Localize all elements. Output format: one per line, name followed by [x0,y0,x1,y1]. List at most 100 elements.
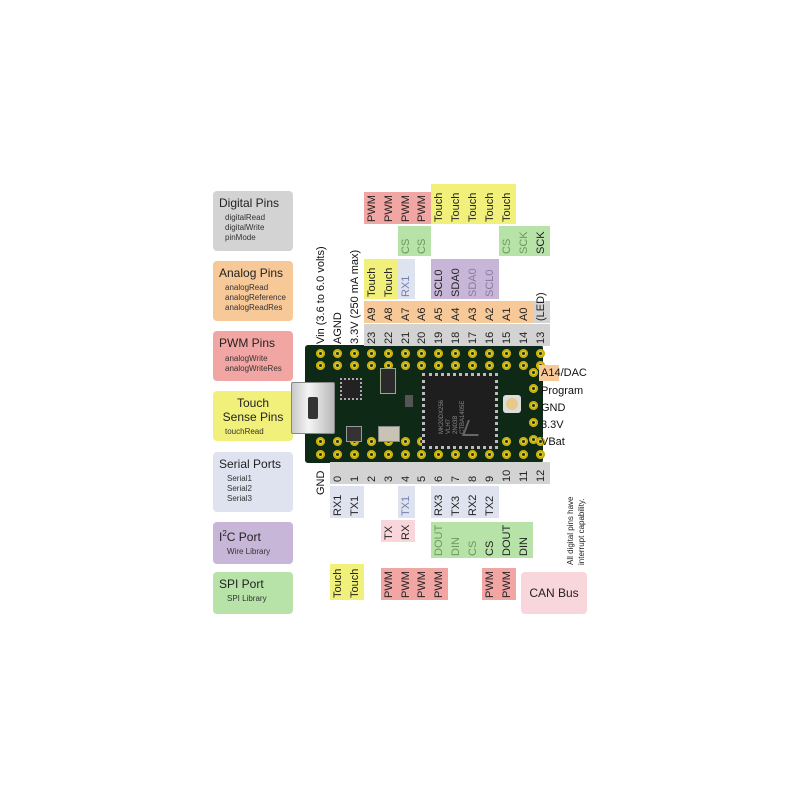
bottom-pin-number: 4 [397,462,415,484]
legend-pwm-title: PWM Pins [219,336,276,350]
pin-hole [319,453,322,456]
top-pin-number: 15 [498,324,516,346]
pin-hole [319,364,322,367]
bottom-pin-number: 5 [414,462,432,484]
bottom-pwm-label: PWM [414,568,432,600]
header-pin [501,361,511,370]
top-pin-number: 14 [515,324,533,346]
header-pin [400,437,410,446]
bottom-pwm-label: PWM [380,568,398,600]
pin-hole [420,352,424,355]
legend-analog-title: Analog Pins [219,266,284,280]
header-pin [417,437,427,446]
pin-hole [386,352,390,355]
top-cs-label: CS [414,226,432,256]
pin-hole [420,440,424,443]
legend-pwm-item: analogWriteRes [225,364,282,373]
legend-serial-ports: Serial Ports Serial1 Serial2 Serial3 [213,452,293,512]
top-pin-number: 13 [532,324,550,346]
chip-text-line: MK20DX256 [439,399,445,434]
top-rx1-label: RX1 [397,259,415,299]
component [346,426,362,442]
pin-hole [471,453,475,456]
header-pin [485,349,494,358]
pin-hole [386,453,390,456]
pin-hole [369,440,373,443]
header-pin [529,401,538,410]
pin-hole [319,352,322,355]
pin-hole [454,352,458,355]
pin-hole [504,352,508,355]
pin-hole [335,364,339,367]
bottom-serial-label: RX1 [329,486,347,518]
i2c-title-i: I [219,530,223,544]
usb-port-opening [308,397,318,419]
bottom-spi-label: DIN [448,522,466,558]
pin-hole [369,352,373,355]
header-pin [529,384,538,393]
header-pin [349,450,359,459]
top-pin-number: 19 [431,324,449,346]
legend-digital-item: digitalWrite [225,223,265,232]
bottom-pin-number: 0 [329,462,347,484]
program-button-cap[interactable] [506,398,518,410]
top-pin-number: 21 [397,324,415,346]
header-pin [468,361,478,370]
top-analog-label: A1 [498,301,516,323]
component [380,368,396,394]
pin-hole [420,364,424,367]
header-pin [468,349,478,358]
header-pin [535,349,545,358]
component [378,426,400,442]
header-pin [535,437,545,446]
top-pwm-label: PWM [380,192,398,224]
secondary-chip [340,378,362,400]
header-pin [332,450,342,459]
top-analog-label: A8 [380,301,398,323]
pin-hole [521,364,525,367]
pin-hole [488,364,491,367]
right-label-a14dac-bg [539,365,559,381]
bottom-touch-label: Touch [346,564,364,600]
pin-hole [454,364,458,367]
program-button[interactable] [503,395,521,413]
header-pin [501,450,511,459]
bottom-pwm-label: PWM [397,568,415,600]
bottom-serial-label: TX1 [346,486,364,518]
bottom-serial-label: RX3 [431,486,449,518]
top-touch-label: Touch [380,259,398,299]
pin-hole [335,352,339,355]
pin-hole [504,364,508,367]
header-pin [485,450,494,459]
legend-analog-item: analogReadRes [225,303,283,312]
pin-hole [532,421,535,424]
header-pin [417,361,427,370]
top-analog-label: A5 [431,301,449,323]
pin-hole [521,352,525,355]
legend-touch-pins: Touch Sense Pins touchRead [213,391,293,441]
top-sck-label: SCK [515,226,533,256]
mcu-chip: MK20DX256 VLH7 2N03B CTBA1405E [422,373,498,449]
pin-hole [403,453,407,456]
header-pin [316,361,325,370]
pin-hole [538,440,542,443]
legend-i2c-port: I2C Port Wire Library [213,522,293,564]
top-i2c-label: SDA0 [465,259,483,299]
header-pin [400,361,410,370]
legend-analog-pins: Analog Pins analogRead analogReference a… [213,261,293,321]
bottom-serial-label: TX3 [448,486,466,518]
legend-digital-pins: Digital Pins digitalRead digitalWrite pi… [213,191,293,251]
pin-hole [471,364,475,367]
bottom-pin-number: 7 [448,462,466,484]
legend-touch-item: touchRead [225,427,264,436]
power-label-vin: Vin (3.6 to 6.0 volts) [315,246,327,344]
bottom-pin-number: 1 [346,462,364,484]
pin-hole [437,453,441,456]
pin-hole [403,440,407,443]
top-sck-label: SCK [532,226,550,256]
pin-hole [437,364,441,367]
top-touch-label: Touch [465,184,483,224]
pin-hole [454,453,458,456]
top-i2c-label: SCL0 [482,259,499,299]
pin-hole [437,352,441,355]
